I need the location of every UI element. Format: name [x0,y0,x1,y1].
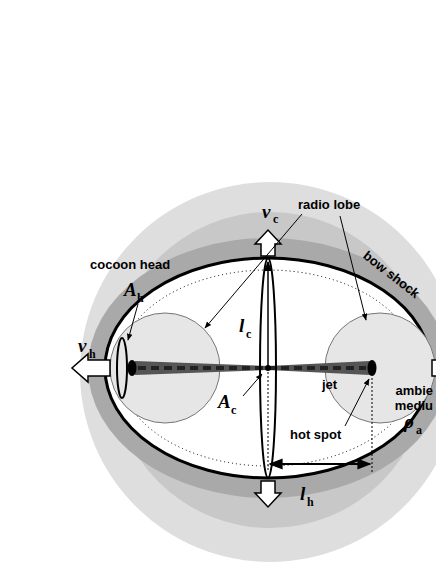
cross-section [260,258,276,478]
vh-arrow-right [432,354,436,382]
velocity-symbol: v [78,336,86,355]
dim-ext-hotspot [372,378,373,472]
leader-hot-spot [345,379,369,426]
length-symbol: l [239,316,244,335]
part-name: hot spot [290,428,341,441]
part-name: cocoon head [90,258,170,271]
velocity-subscript: c [273,213,278,225]
length-subscript: c [246,328,251,340]
area-symbol: A [124,280,137,299]
length-symbol: l [300,484,305,503]
part-name: bow shock [362,248,423,300]
area-subscript: h [137,292,144,304]
leader-radio-lobe-left [205,214,302,328]
velocity-subscript: h [89,348,96,360]
area-symbol: A [218,392,231,411]
part-name: ambie [395,384,433,397]
part-name: jet [322,378,337,391]
density-subscript: a [416,424,422,436]
velocity-symbol: v [262,202,270,221]
head-area [117,338,127,398]
leader-radio-lobe-right [340,216,366,320]
dim-ext-center [268,372,269,472]
jet-dashes [138,366,366,370]
lh-dimension [270,463,370,465]
bow-shock-region [88,238,436,498]
leader-cross-section [243,374,262,396]
hot-spot-left [128,360,137,376]
leader-head-area [128,304,138,340]
vc-arrow-down [255,481,281,507]
length-subscript: h [307,496,314,508]
density-symbol: ρ [404,412,414,431]
part-name: mediu [395,399,433,412]
part-name: radio lobe [298,198,360,211]
hot-spot-right [368,360,377,376]
ambient-medium [80,182,436,562]
area-subscript: c [231,404,236,416]
lc-arrow [267,262,269,368]
